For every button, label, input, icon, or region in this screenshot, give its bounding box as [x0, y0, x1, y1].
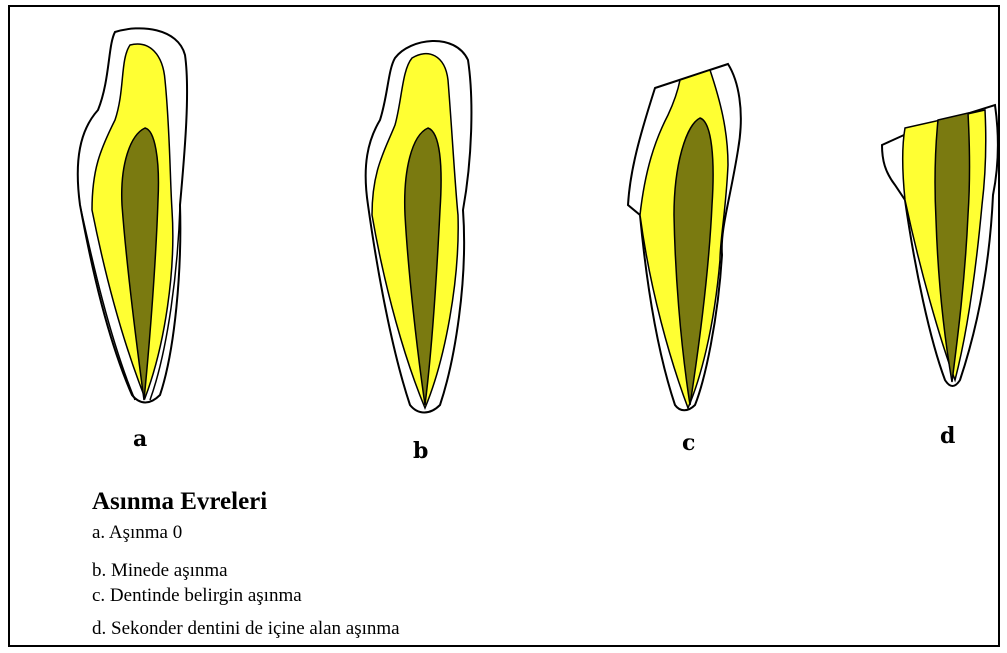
legend-item-c: c. Dentinde belirgin aşınma — [92, 585, 302, 607]
tooth-a — [78, 28, 187, 402]
legend-item-a: a. Aşınma 0 — [92, 522, 182, 544]
legend-item-b: b. Minede aşınma — [92, 560, 228, 582]
tooth-b — [366, 41, 472, 413]
stage-label-c: c — [682, 432, 695, 454]
tooth-c — [628, 64, 741, 410]
stage-label-a: a — [133, 428, 147, 450]
legend-item-d: d. Sekonder dentini de içine alan aşınma — [92, 618, 400, 640]
tooth-d — [882, 105, 998, 386]
legend-title: Asınma Evreleri — [92, 488, 267, 516]
stage-label-d: d — [940, 425, 955, 447]
stage-label-b: b — [413, 440, 428, 462]
